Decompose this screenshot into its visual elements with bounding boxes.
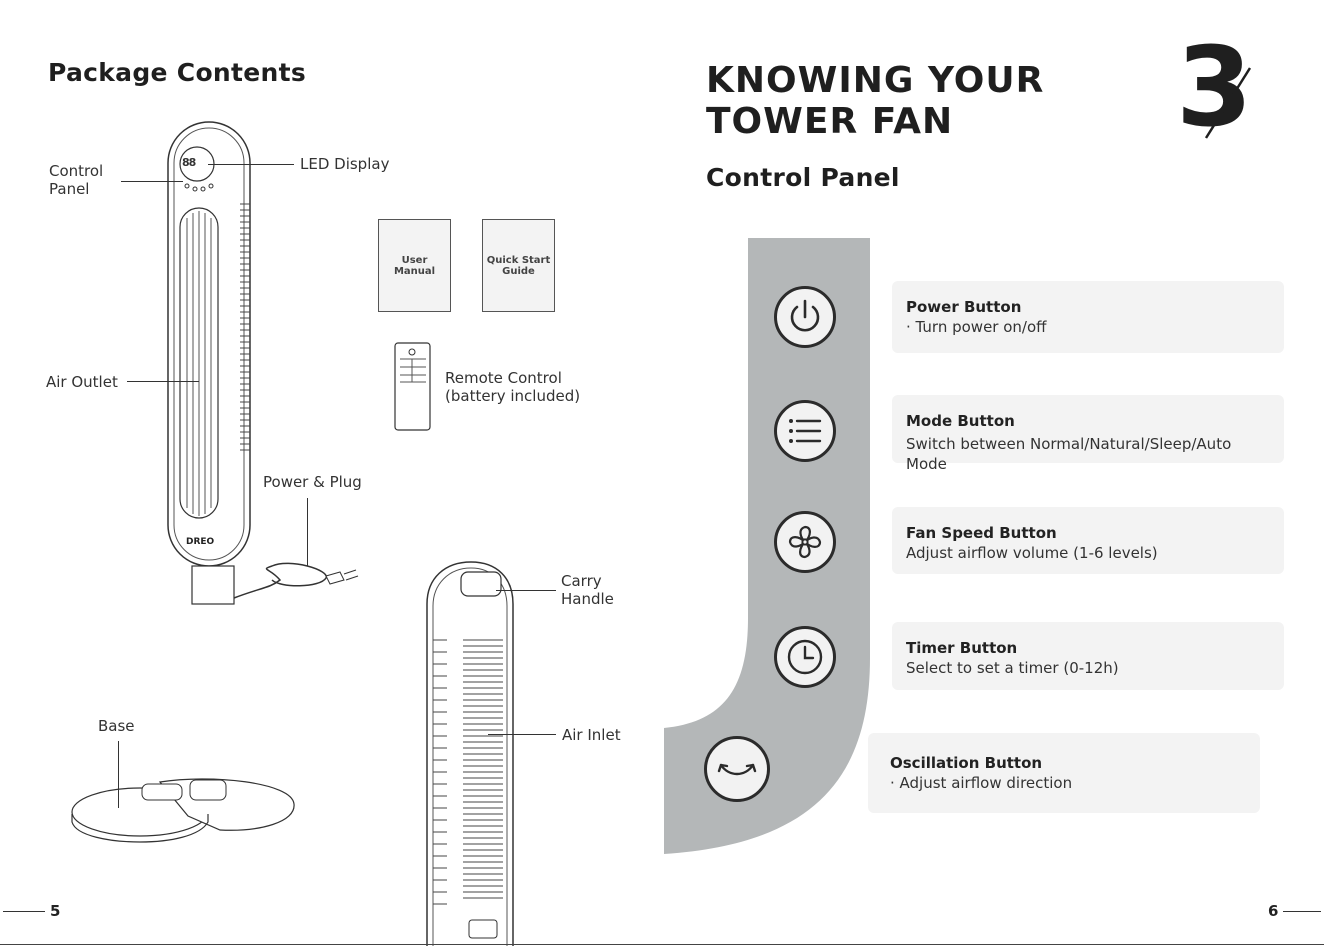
user-manual-booklet: User Manual <box>378 219 451 312</box>
oscillation-button-desc: · Adjust airflow direction <box>890 774 1073 792</box>
leader-line <box>121 181 183 182</box>
callout-power-plug: Power & Plug <box>263 473 362 491</box>
leader-line <box>307 498 308 566</box>
callout-air-inlet: Air Inlet <box>562 726 621 744</box>
footer-rule-right <box>1283 911 1321 912</box>
led-digits: 88 <box>182 156 196 169</box>
tower-fan-front-illustration <box>167 121 359 605</box>
mode-button-description: Mode Button Switch between Normal/Natura… <box>892 395 1284 473</box>
callout-led-display: LED Display <box>300 155 390 173</box>
fan-speed-button-title: Fan Speed Button <box>906 524 1057 542</box>
base-illustration <box>71 778 295 843</box>
oscillation-icon <box>717 763 757 776</box>
tower-fan-back-illustration <box>426 561 514 946</box>
quick-start-guide-booklet: Quick Start Guide <box>482 219 555 312</box>
leader-line <box>496 590 556 591</box>
oscillation-button-description: Oscillation Button · Adjust airflow dire… <box>868 733 1260 813</box>
callout-base: Base <box>98 717 135 735</box>
timer-button-description: Timer Button Select to set a timer (0-12… <box>892 622 1284 690</box>
leader-line <box>488 734 556 735</box>
power-icon <box>790 299 820 332</box>
callout-carry-handle: Carry Handle <box>561 572 614 608</box>
fan-speed-button-desc: Adjust airflow volume (1-6 levels) <box>906 544 1158 562</box>
chapter-title: KNOWING YOUR TOWER FAN <box>706 60 1044 142</box>
footer-rule-left <box>3 911 45 912</box>
power-button-desc: · Turn power on/off <box>906 318 1047 336</box>
callout-air-outlet: Air Outlet <box>46 373 118 391</box>
page-bottom-edge <box>0 944 1324 945</box>
leader-line <box>118 741 119 808</box>
mode-list-icon <box>789 419 822 443</box>
mode-button[interactable] <box>774 400 836 462</box>
mode-button-title: Mode Button <box>906 412 1015 430</box>
timer-button[interactable] <box>774 626 836 688</box>
page-number-right: 6 <box>1268 902 1279 920</box>
chapter-title-line2: TOWER FAN <box>706 101 954 142</box>
control-panel-title: Control Panel <box>706 163 900 192</box>
chapter-title-line1: KNOWING YOUR <box>706 60 1045 101</box>
leader-line <box>208 164 294 165</box>
oscillation-button[interactable] <box>704 736 770 802</box>
timer-button-title: Timer Button <box>906 639 1018 657</box>
control-panel-illustration <box>664 238 870 854</box>
power-button[interactable] <box>774 286 836 348</box>
oscillation-button-title: Oscillation Button <box>890 754 1043 772</box>
brand-logo: DREO <box>186 537 215 547</box>
power-button-title: Power Button <box>906 298 1022 316</box>
remote-control-illustration <box>394 342 431 431</box>
chapter-slash <box>1204 67 1252 139</box>
package-contents-title: Package Contents <box>48 58 307 87</box>
clock-icon <box>787 639 823 675</box>
power-button-description: Power Button · Turn power on/off <box>892 281 1284 353</box>
fan-speed-button[interactable] <box>774 511 836 573</box>
page-number-left: 5 <box>50 902 61 920</box>
callout-control-panel: Control Panel <box>49 162 104 198</box>
fan-icon <box>788 525 822 559</box>
fan-speed-button-description: Fan Speed Button Adjust airflow volume (… <box>892 507 1284 574</box>
timer-button-desc: Select to set a timer (0-12h) <box>906 659 1119 677</box>
callout-remote-control: Remote Control (battery included) <box>445 369 581 405</box>
leader-line <box>127 381 199 382</box>
mode-button-desc: Switch between Normal/Natural/Sleep/Auto… <box>906 435 1232 473</box>
